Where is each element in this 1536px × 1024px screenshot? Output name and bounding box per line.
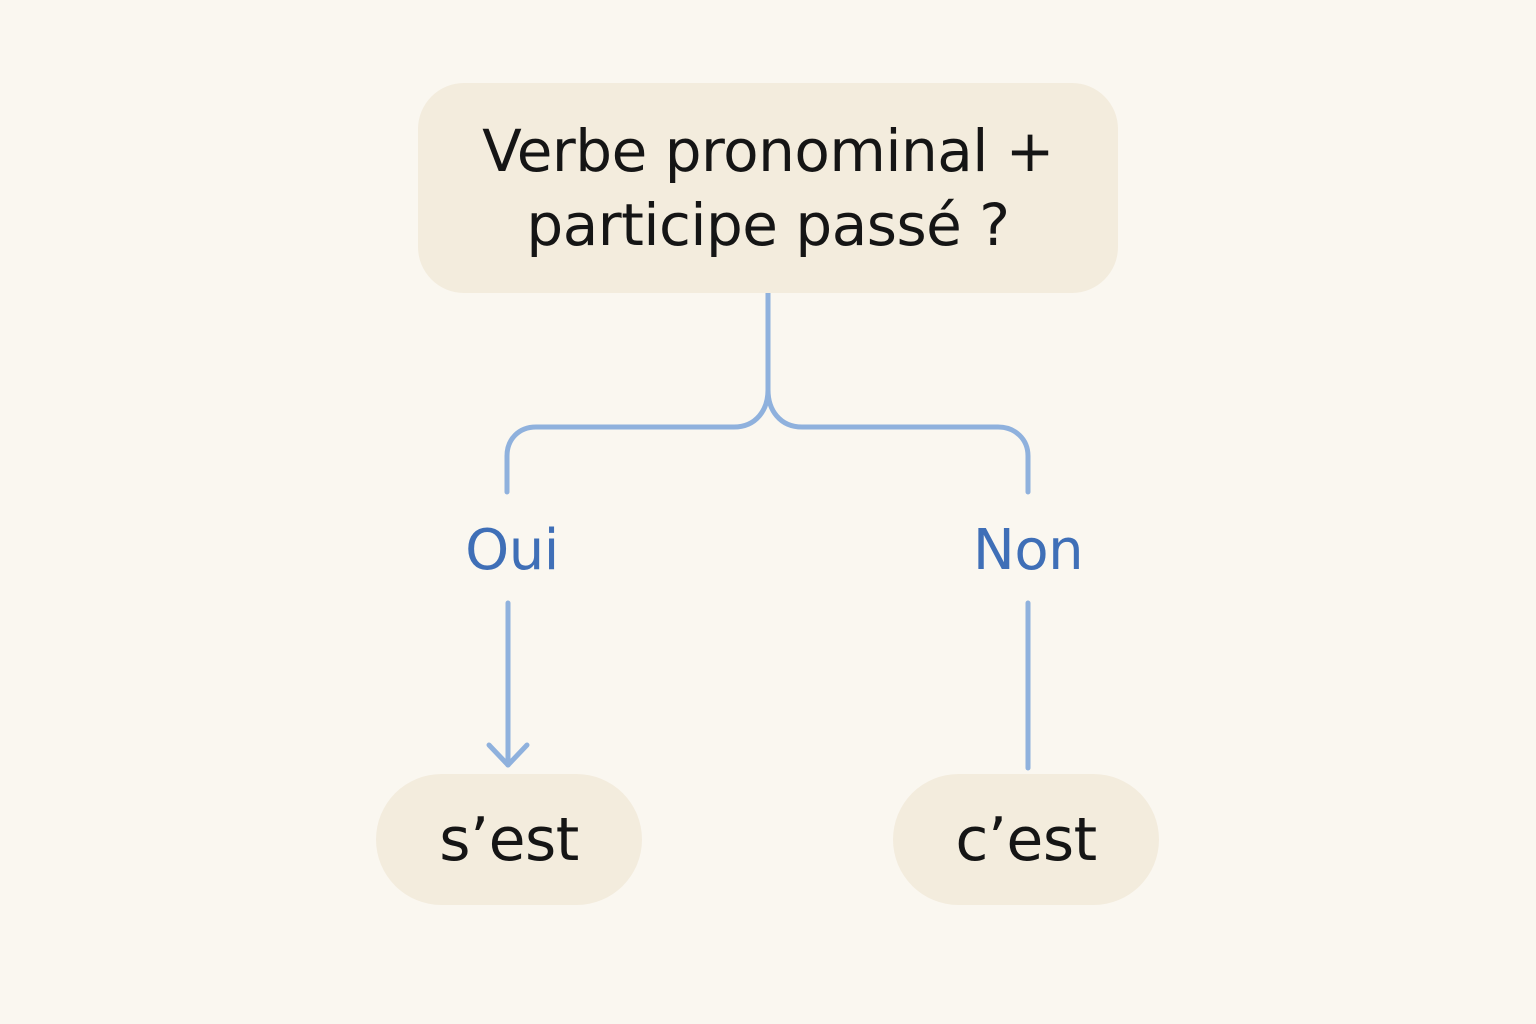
question-line-2: participe passé ? <box>526 191 1010 259</box>
oui-label: Oui <box>465 518 559 583</box>
non-label: Non <box>972 518 1084 583</box>
cest-result-text: c’est <box>955 804 1097 875</box>
sest-result-text: s’est <box>439 804 579 875</box>
question-line-1: Verbe pronominal + <box>482 117 1054 185</box>
branch-split-connector <box>504 290 1031 495</box>
question-node: Verbe pronominal + participe passé ? <box>418 83 1118 293</box>
sest-result-node: s’est <box>376 774 642 905</box>
cest-result-node: c’est <box>893 774 1159 905</box>
arrowhead-icon <box>486 742 530 768</box>
